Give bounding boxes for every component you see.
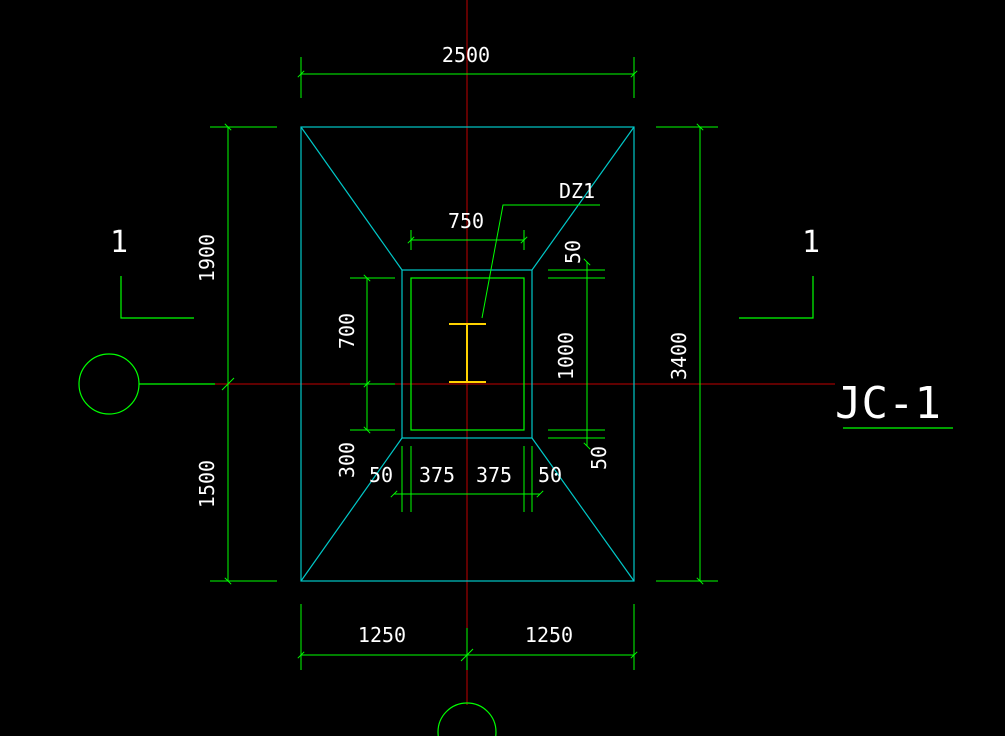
dim-half-right-text: 375 (476, 463, 512, 487)
section-mark-left: 1 (110, 225, 194, 319)
dim-right-inner (548, 258, 605, 450)
dim-inner-width-text: 750 (448, 209, 484, 233)
dim-bottom-gap-text: 50 (587, 446, 611, 470)
footing-outer-rect (300, 126, 635, 582)
dim-inner-width (407, 230, 528, 250)
dim-bottom-left-text: 1250 (358, 623, 406, 647)
column-label: DZ1 (559, 179, 595, 203)
slope-line-tr (531, 126, 635, 271)
axis-lines (140, 0, 835, 705)
dim-column-low-text: 300 (335, 442, 359, 478)
slope-line-bl (300, 437, 403, 582)
dim-right-outer (656, 123, 718, 585)
pedestal-rect (401, 269, 533, 439)
slope-line-br (531, 437, 635, 582)
dim-lower-height-text: 1500 (195, 460, 219, 508)
section-mark-right: 1 (739, 225, 820, 319)
dim-top-gap-text: 50 (561, 240, 585, 264)
footing-outline (300, 126, 635, 582)
slope-line-tl (300, 126, 403, 271)
section-mark-right-text: 1 (802, 225, 820, 260)
dim-right-gap-text: 50 (538, 463, 562, 487)
dim-column-height-text: 700 (335, 313, 359, 349)
dim-bottom-outer (297, 604, 638, 670)
column-leader (481, 204, 600, 319)
dim-bottom-inner (390, 446, 544, 512)
dim-left-inner (350, 274, 395, 434)
dim-left-gap-text: 50 (369, 463, 393, 487)
dim-top-width (297, 57, 638, 98)
dim-inner-height-text: 1000 (554, 332, 578, 380)
axis-bubble-left (78, 353, 215, 415)
dim-total-height-text: 3400 (667, 332, 691, 380)
column-box (410, 277, 525, 431)
dim-left-outer (210, 123, 277, 585)
section-mark-left-text: 1 (110, 225, 128, 260)
dim-half-left-text: 375 (419, 463, 455, 487)
dim-top-width-text: 2500 (442, 43, 490, 67)
dim-upper-height-text: 1900 (195, 234, 219, 282)
drawing-title: JC-1 (835, 378, 941, 429)
dim-bottom-right-text: 1250 (525, 623, 573, 647)
steel-column-icon (449, 323, 486, 383)
axis-bubble-bottom (437, 702, 497, 736)
